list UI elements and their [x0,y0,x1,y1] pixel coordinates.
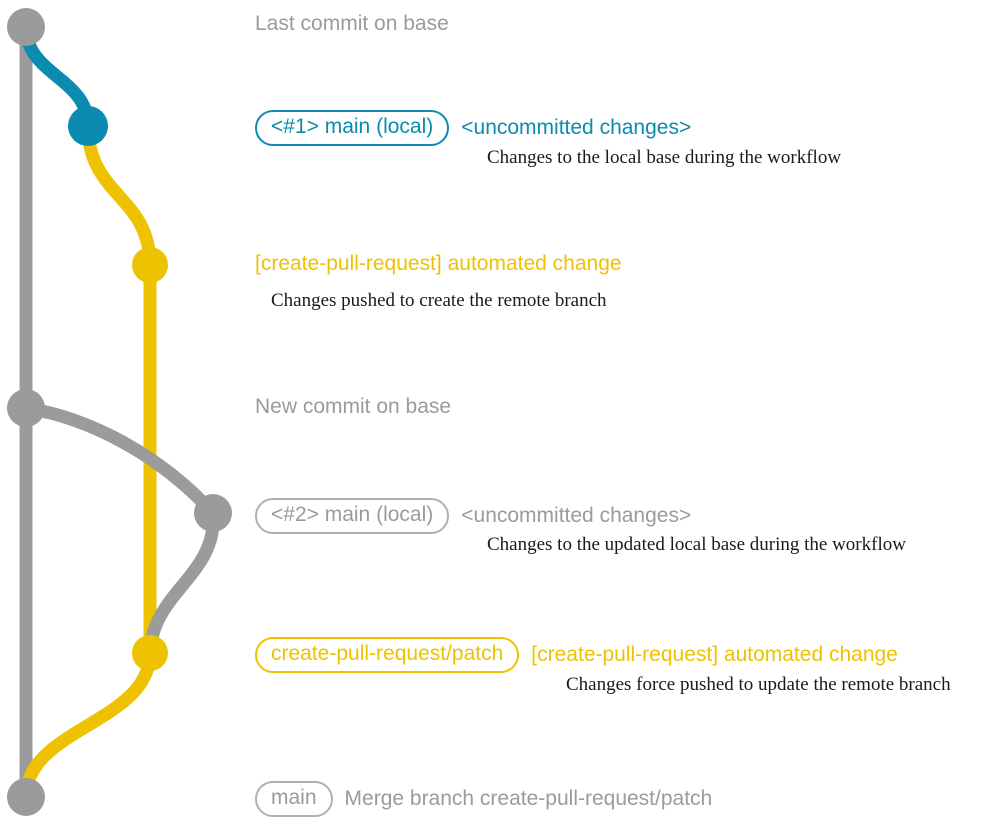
row-merge-commit: main Merge branch create-pull-request/pa… [255,781,713,818]
row-automated-change-2: create-pull-request/patch [create-pull-r… [255,637,898,674]
branch-pill-main-local-2[interactable]: <#2> main (local) [255,498,450,535]
row-headline: [create-pull-request] automated change [531,643,898,666]
row-headline: Merge branch create-pull-request/patch [344,787,713,810]
node-remote-commit-1 [132,247,168,283]
node-merge-commit [7,778,45,816]
row-headline: New commit on base [255,395,452,418]
row-headline: <uncommitted changes> [461,116,692,139]
row-local-change-1: <#1> main (local) <uncommitted changes> [255,110,692,147]
node-base-head [7,8,45,46]
row-new-commit-on-base: New commit on base [255,395,452,418]
row-headline: [create-pull-request] automated change [255,252,622,275]
row-last-commit-on-base: Last commit on base [255,12,449,35]
row-headline: <uncommitted changes> [461,504,692,527]
row-description: Changes force pushed to update the remot… [566,674,951,695]
node-local-commit-1 [68,106,108,146]
branch-pill-create-pull-request-patch[interactable]: create-pull-request/patch [255,637,520,674]
edge-local-2-to-remote-2 [143,506,220,660]
row-headline: Last commit on base [255,12,449,35]
node-base-new-commit [7,389,45,427]
row-local-change-2: <#2> main (local) <uncommitted changes> [255,498,692,535]
row-automated-change-1: [create-pull-request] automated change [255,252,622,275]
branch-pill-main[interactable]: main [255,781,333,818]
node-remote-commit-2 [132,635,168,671]
branch-pill-main-local-1[interactable]: <#1> main (local) [255,110,450,147]
edge-remote-2-to-merge [19,646,157,804]
edge-base-to-local-2 [19,401,220,520]
row-description: Changes pushed to create the remote bran… [271,290,607,311]
row-description: Changes to the local base during the wor… [487,147,842,168]
edge-local-1-to-remote-1 [81,119,157,272]
row-description: Changes to the updated local base during… [487,534,906,555]
node-local-commit-2 [194,494,232,532]
